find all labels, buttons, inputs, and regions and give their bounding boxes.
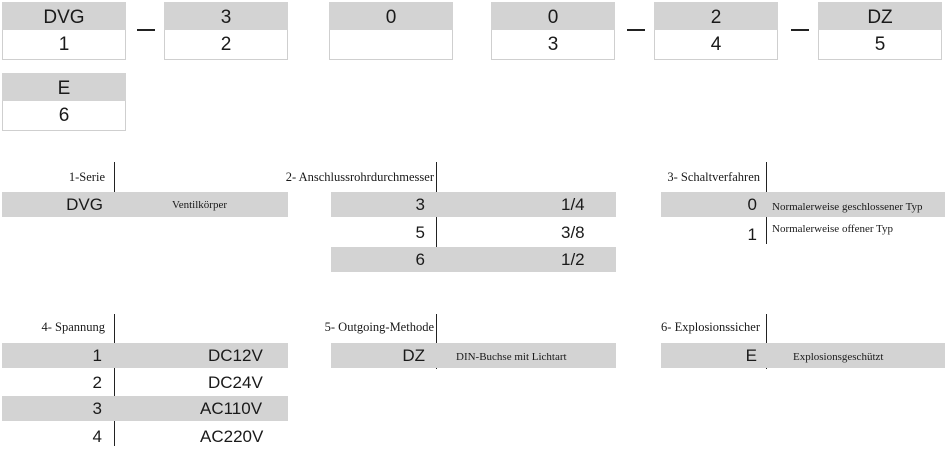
code-box-voltage: 0 3: [491, 2, 615, 60]
code-box-explosion: E 6: [2, 73, 126, 131]
section-divider: [114, 314, 115, 446]
code-value: 3: [164, 2, 288, 30]
code-index: 1: [2, 30, 126, 60]
row-value: AC110V: [200, 399, 263, 418]
row-code: 3: [92, 399, 102, 418]
row-code: DVG: [66, 195, 103, 214]
code-box-series: DVG 1: [2, 2, 126, 60]
code-box-outgoing: 2 4: [654, 2, 778, 60]
code-index: 3: [491, 30, 615, 60]
row-value: 3/8: [561, 223, 585, 242]
code-value: DZ: [818, 2, 942, 30]
code-index: 4: [654, 30, 778, 60]
table-row: E Explosionsgeschützt: [661, 343, 945, 368]
section-title: 2- Anschlussrohrdurchmesser: [285, 170, 434, 184]
row-code: E: [745, 346, 757, 365]
row-value: DC24V: [208, 373, 263, 392]
row-code: DZ: [402, 346, 425, 365]
row-value: DIN-Buchse mit Lichtart: [456, 351, 567, 363]
section-title: 4- Spannung: [41, 320, 105, 334]
table-row: 1 Normalerweise offener Typ: [661, 220, 945, 245]
row-code: 1: [747, 225, 757, 244]
code-value: 2: [654, 2, 778, 30]
row-code: 2: [92, 373, 102, 392]
code-index: 5: [818, 30, 942, 60]
code-value: 0: [329, 2, 453, 30]
dash-separator: [627, 29, 645, 31]
row-value: Normalerweise offener Typ: [772, 223, 893, 235]
table-row: 3 AC110V: [2, 396, 288, 421]
row-value: 1/4: [561, 195, 585, 214]
row-value: DC12V: [208, 346, 263, 365]
code-value: 0: [491, 2, 615, 30]
row-code: 3: [415, 195, 425, 214]
section-title: 1-Serie: [68, 170, 105, 184]
row-value: 1/2: [561, 250, 585, 269]
row-code: 0: [747, 195, 757, 214]
section-title: 3- Schaltverfahren: [667, 170, 760, 184]
code-index: 2: [164, 30, 288, 60]
row-code: 4: [92, 427, 102, 446]
section-divider: [436, 162, 437, 272]
table-row: 2 DC24V: [2, 370, 288, 395]
code-index: [329, 30, 453, 60]
row-value: Normalerweise geschlossener Typ: [772, 201, 923, 213]
row-value: Explosionsgeschützt: [793, 351, 884, 363]
section-divider: [766, 314, 767, 369]
dash-separator: [791, 29, 809, 31]
code-value: DVG: [2, 2, 126, 30]
code-box-diameter: 3 2: [164, 2, 288, 60]
section-title: 5- Outgoing-Methode: [324, 320, 434, 334]
code-index: 6: [2, 101, 126, 131]
code-box-switch: 0: [329, 2, 453, 60]
row-value: AC220V: [200, 427, 264, 446]
table-row: 0 Normalerweise geschlossener Typ: [661, 192, 945, 217]
table-row: 1 DC12V: [2, 343, 288, 368]
row-code: 6: [415, 250, 425, 269]
code-box-dz: DZ 5: [818, 2, 942, 60]
section-divider: [436, 314, 437, 369]
code-value: E: [2, 73, 126, 101]
table-row: 4 AC220V: [2, 424, 288, 449]
table-row: DVG Ventilkörper: [2, 192, 288, 217]
section-divider: [114, 162, 115, 217]
row-code: 5: [415, 223, 425, 242]
table-row: DZ DIN-Buchse mit Lichtart: [331, 343, 616, 368]
table-row: 5 3/8: [331, 220, 616, 245]
row-code: 1: [92, 346, 102, 365]
dash-separator: [137, 29, 155, 31]
table-row: 6 1/2: [331, 247, 616, 272]
row-value: Ventilkörper: [172, 199, 227, 211]
section-title: 6- Explosionssicher: [661, 320, 760, 334]
table-row: 3 1/4: [331, 192, 616, 217]
